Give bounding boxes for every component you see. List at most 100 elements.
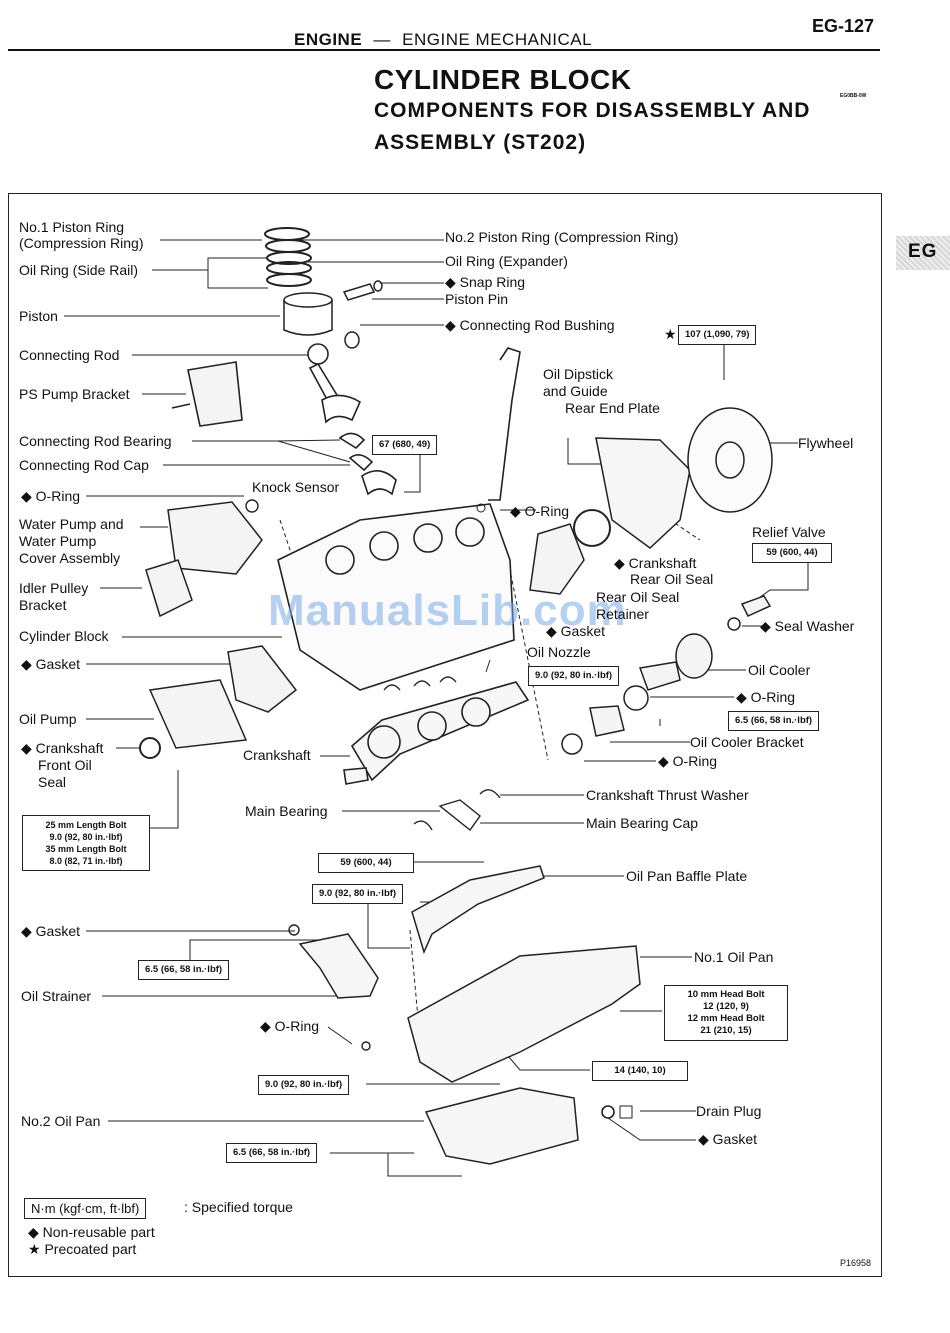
label-seal-washer: ◆ Seal Washer	[760, 618, 854, 635]
diagram-frame	[8, 193, 882, 1277]
label-ps-pump-bracket: PS Pump Bracket	[19, 386, 130, 402]
diamond-icon: ◆	[736, 689, 747, 705]
label-no2-oil-pan: No.2 Oil Pan	[21, 1113, 101, 1129]
legend-unit-desc: : Specified torque	[184, 1199, 293, 1215]
precoated-star-flywheel: ★	[664, 326, 677, 342]
label-text: O-Ring	[750, 689, 796, 705]
label-text: O-Ring	[274, 1018, 320, 1034]
label-o-ring-pan: ◆ O-Ring	[260, 1018, 319, 1035]
page-title: CYLINDER BLOCK	[374, 64, 632, 95]
label-text: Crankshaft	[35, 740, 104, 756]
label-text: Gasket	[35, 923, 81, 939]
torque-no2-oil-pan: 6.5 (66, 58 in.·lbf)	[226, 1143, 318, 1163]
diamond-icon: ◆	[21, 488, 32, 504]
diamond-icon: ◆	[260, 1018, 271, 1034]
label-crankshaft-front-3: Seal	[38, 774, 67, 790]
label-oil-pump: Oil Pump	[19, 711, 77, 727]
label-text: O-Ring	[35, 488, 81, 504]
torque-oil-strainer: 6.5 (66, 58 in.·lbf)	[138, 960, 230, 980]
torque-line: 8.0 (82, 71 in.·lbf)	[49, 856, 123, 866]
label-oil-nozzle: Oil Nozzle	[527, 644, 591, 660]
label-water-pump-2: Water Pump	[19, 533, 97, 549]
torque-no1-oil-pan-nut: 14 (140, 10)	[592, 1061, 688, 1081]
legend-non-reusable: ◆ Non-reusable part	[28, 1224, 155, 1241]
label-water-pump-3: Cover Assembly	[19, 550, 121, 566]
page-subtitle-line2: ASSEMBLY (ST202)	[374, 131, 587, 154]
label-oil-pan-baffle-plate: Oil Pan Baffle Plate	[626, 868, 748, 884]
torque-no1-oil-pan-bolts: 10 mm Head Bolt 12 (120, 9) 12 mm Head B…	[664, 985, 788, 1041]
label-snap-ring: ◆ Snap Ring	[445, 274, 525, 291]
torque-oil-pump-bolts: 25 mm Length Bolt 9.0 (92, 80 in.·lbf) 3…	[22, 815, 150, 871]
figure-code: P16958	[840, 1258, 872, 1268]
legend-text: Non-reusable part	[42, 1224, 155, 1240]
diamond-icon: ◆	[510, 503, 521, 519]
page-subtitle-line1: COMPONENTS FOR DISASSEMBLY AND	[374, 99, 811, 122]
watermark: ManualsLib.com	[268, 586, 627, 635]
torque-line: 9.0 (92, 80 in.·lbf)	[49, 832, 123, 842]
label-idler-pulley-2: Bracket	[19, 597, 67, 613]
diamond-icon: ◆	[760, 618, 771, 634]
label-main-bearing: Main Bearing	[245, 803, 328, 819]
label-text: Gasket	[560, 623, 606, 639]
label-crankshaft-rear-1: ◆ Crankshaft	[614, 555, 696, 572]
label-oil-strainer: Oil Strainer	[21, 988, 92, 1004]
legend-text: Precoated part	[44, 1241, 137, 1257]
label-crankshaft-front-1: ◆ Crankshaft	[21, 740, 103, 757]
running-header: ENGINE — ENGINE MECHANICAL	[294, 30, 592, 50]
diamond-icon: ◆	[658, 753, 669, 769]
label-o-ring-left: ◆ O-Ring	[21, 488, 80, 505]
torque-baffle-plate: 9.0 (92, 80 in.·lbf)	[312, 884, 404, 904]
header-section: ENGINE	[294, 30, 363, 49]
diamond-icon: ◆	[445, 274, 456, 290]
star-icon: ★	[28, 1241, 41, 1257]
legend-precoated: ★ Precoated part	[28, 1241, 136, 1258]
torque-cooler-bracket: 6.5 (66, 58 in.·lbf)	[728, 711, 820, 731]
legend-unit-box: N·m (kgf·cm, ft·lbf)	[24, 1198, 147, 1219]
label-connecting-rod: Connecting Rod	[19, 347, 120, 363]
label-text: O-Ring	[672, 753, 718, 769]
label-o-ring-cooler: ◆ O-Ring	[736, 689, 795, 706]
label-o-ring-bracket: ◆ O-Ring	[658, 753, 717, 770]
label-connecting-rod-bearing: Connecting Rod Bearing	[19, 433, 172, 449]
label-text: Seal Washer	[774, 618, 855, 634]
label-no1-piston-ring: No.1 Piston Ring	[19, 219, 125, 235]
label-no1-oil-pan: No.1 Oil Pan	[694, 949, 774, 965]
label-cylinder-block: Cylinder Block	[19, 628, 109, 644]
diamond-icon: ◆	[28, 1224, 39, 1240]
label-no1-piston-ring-sub: (Compression Ring)	[19, 235, 144, 251]
label-water-pump-1: Water Pump and	[19, 516, 124, 532]
torque-line: 10 mm Head Bolt	[687, 989, 765, 1000]
torque-main-bearing-cap: 59 (600, 44)	[318, 853, 414, 873]
label-idler-pulley-1: Idler Pulley	[19, 580, 89, 596]
label-o-ring-dipstick: ◆ O-Ring	[510, 503, 569, 520]
label-gasket-drain: ◆ Gasket	[698, 1131, 757, 1148]
label-text: Gasket	[35, 656, 81, 672]
torque-conrod: 67 (680, 49)	[372, 435, 438, 455]
label-knock-sensor: Knock Sensor	[252, 479, 340, 495]
torque-line: 25 mm Length Bolt	[45, 820, 127, 830]
torque-relief-valve: 59 (600, 44)	[752, 543, 832, 563]
section-code: EG0BB-0W	[840, 93, 867, 99]
torque-line: 12 (120, 9)	[703, 1001, 749, 1012]
diamond-icon: ◆	[698, 1131, 709, 1147]
label-oil-cooler: Oil Cooler	[748, 662, 811, 678]
label-oil-dipstick-1: Oil Dipstick	[543, 366, 614, 382]
label-relief-valve: Relief Valve	[752, 524, 826, 540]
label-text: O-Ring	[524, 503, 570, 519]
torque-flywheel: 107 (1,090, 79)	[678, 325, 757, 345]
page-number: EG-127	[812, 16, 875, 36]
torque-line: 21 (210, 15)	[700, 1025, 752, 1036]
label-text: Crankshaft	[628, 555, 697, 571]
section-tab[interactable]: EG	[896, 236, 950, 270]
label-oil-ring-side-rail: Oil Ring (Side Rail)	[19, 262, 139, 278]
label-text: Snap Ring	[459, 274, 526, 290]
label-connecting-rod-cap: Connecting Rod Cap	[19, 457, 149, 473]
torque-line: 35 mm Length Bolt	[45, 844, 127, 854]
label-gasket-strainer: ◆ Gasket	[21, 923, 80, 940]
label-main-bearing-cap: Main Bearing Cap	[586, 815, 699, 831]
torque-oil-nozzle: 9.0 (92, 80 in.·lbf)	[528, 666, 620, 686]
label-crankshaft: Crankshaft	[243, 747, 311, 763]
header-subsection: ENGINE MECHANICAL	[402, 30, 593, 49]
label-flywheel: Flywheel	[798, 435, 854, 451]
